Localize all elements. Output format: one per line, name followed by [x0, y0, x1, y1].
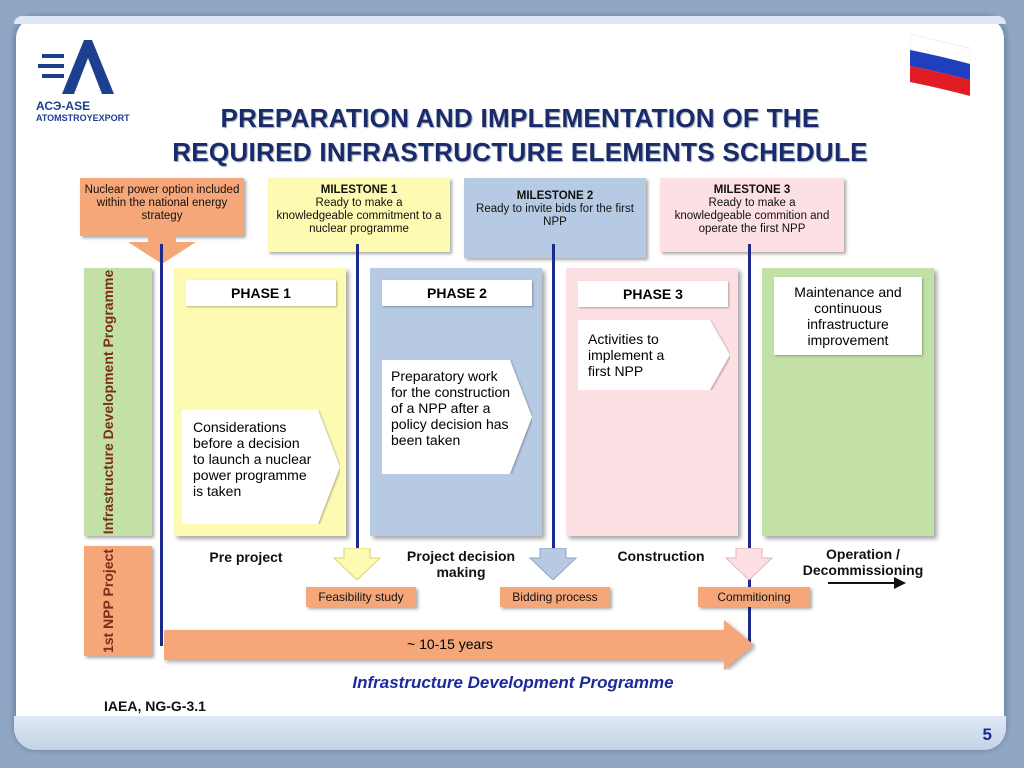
russian-flag-icon	[909, 33, 971, 96]
page-title-line1: PREPARATION AND IMPLEMENTATION OF THE	[220, 103, 820, 133]
phase1-arrow-shape	[182, 410, 340, 524]
milestone2-down-arrow-icon	[528, 548, 578, 580]
infra-programme-sidebar: Infrastructure Development Programme	[84, 268, 152, 536]
milestone1-text: Ready to make a knowledgeable commitment…	[276, 197, 442, 235]
phase1-label: PHASE 1	[186, 280, 336, 306]
timeline-line-milestone1	[356, 244, 359, 548]
duration-text: ~ 10-15 years	[407, 636, 493, 652]
phase3-label: PHASE 3	[578, 281, 728, 307]
milestone2-text: Ready to invite bids for the first NPP	[476, 203, 634, 228]
milestone2-box: MILESTONE 2 Ready to invite bids for the…	[464, 178, 646, 258]
phase2-text: Preparatory work for the construction of…	[391, 368, 511, 448]
bidding-process-tag: Bidding process	[500, 587, 610, 607]
timeline-line-milestone3	[748, 244, 751, 646]
phase3-text: Activities to implement a first NPP	[588, 331, 665, 379]
phase3-arrow-shape	[578, 320, 730, 390]
milestone1-box: MILESTONE 1 Ready to make a knowledgeabl…	[268, 178, 450, 252]
phase2-label: PHASE 2	[382, 280, 532, 306]
slide-top-band	[14, 16, 1006, 24]
energy-strategy-text: Nuclear power option included within the…	[84, 184, 240, 222]
phase2-arrow-shape	[382, 360, 532, 474]
company-logo: АСЭ-ASE ATOMSTROYEXPORT	[36, 36, 130, 123]
project-sidebar: 1st NPP Project	[84, 546, 152, 656]
milestone3-title: MILESTONE 3	[713, 184, 791, 196]
phase3-column	[566, 268, 738, 536]
maintenance-text: Maintenance and continuous infrastructur…	[794, 284, 902, 348]
stage-pre-project: Pre project	[209, 549, 283, 565]
commissioning-tag: Commitioning	[698, 587, 810, 607]
logo-name-text: ATOMSTROYEXPORT	[36, 113, 130, 123]
energy-strategy-box: Nuclear power option included within the…	[80, 178, 244, 236]
feasibility-study-tag: Feasibility study	[306, 587, 416, 607]
infra-programme-label: Infrastructure Development Programme	[100, 269, 116, 535]
timeline-line-start	[160, 244, 163, 646]
maintenance-box: Maintenance and continuous infrastructur…	[774, 277, 922, 355]
slide-bottom-band	[14, 716, 1006, 750]
milestone3-text: Ready to make a knowledgeable commition …	[674, 197, 830, 235]
milestone1-down-arrow-icon	[332, 548, 382, 580]
milestone1-title: MILESTONE 1	[320, 184, 398, 196]
operation-right-arrow-icon	[828, 577, 906, 589]
milestone3-box: MILESTONE 3 Ready to make a knowledgeabl…	[660, 178, 844, 252]
phase1-text: Considerations before a decision to laun…	[193, 419, 312, 499]
diagram-caption: Infrastructure Development Programme	[352, 673, 674, 692]
logo-mark-text: АСЭ-ASE	[36, 99, 91, 113]
page-number: 5	[982, 725, 992, 744]
source-citation: IAEA, NG-G-3.1	[104, 698, 206, 714]
timeline-line-milestone2	[552, 244, 555, 548]
logo-a-icon	[38, 40, 114, 94]
duration-arrow-shape	[164, 620, 754, 670]
milestone2-title: MILESTONE 2	[516, 190, 594, 202]
stage-operation: Operation / Decommissioning	[802, 546, 924, 578]
stage-construction: Construction	[617, 548, 705, 564]
stage-decision-making: Project decision making	[406, 548, 516, 580]
page-title-line2: REQUIRED INFRASTRUCTURE ELEMENTS SCHEDUL…	[172, 137, 868, 167]
milestone3-down-arrow-icon	[724, 548, 774, 580]
project-label: 1st NPP Project	[100, 549, 116, 654]
